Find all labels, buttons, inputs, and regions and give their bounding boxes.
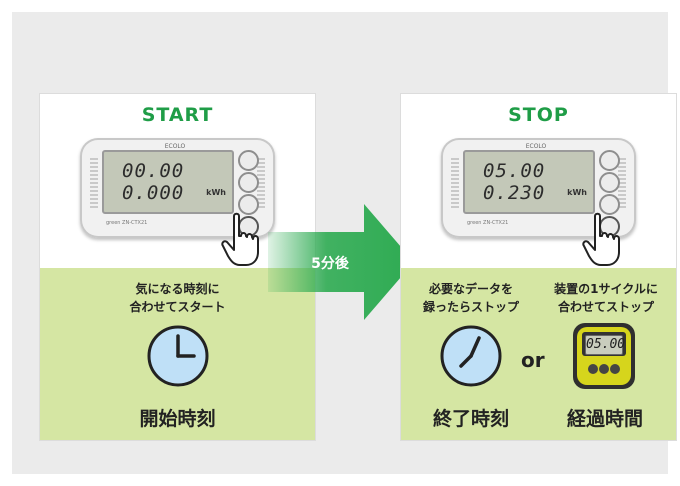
device-button-2 bbox=[599, 172, 620, 193]
logger-device-stop: ECOLO 05.00 0.230 kWh green ZN-CTX21 bbox=[441, 138, 636, 238]
logger-device: ECOLO 00.00 0.000 kWh green ZN-CTX21 bbox=[80, 138, 275, 238]
lcd-row-1: 05.00 bbox=[483, 160, 546, 182]
start-caption-line-1: 気になる時刻に bbox=[135, 282, 220, 296]
device-ribs-right bbox=[257, 158, 265, 210]
start-time-label: 開始時刻 bbox=[139, 408, 216, 430]
end-time-label: 終了時刻 bbox=[432, 408, 509, 430]
start-caption: 気になる時刻に 合わせてスタート bbox=[40, 280, 315, 316]
stop-caption-left: 必要なデータを 録ったらストップ bbox=[407, 280, 535, 316]
clock-icon bbox=[440, 325, 502, 387]
stop-caption-right: 装置の1サイクルに 合わせてストップ bbox=[537, 280, 675, 316]
device-button-2 bbox=[238, 172, 259, 193]
lcd-unit: kWh bbox=[206, 188, 226, 197]
lcd-row-1: 00.00 bbox=[122, 160, 185, 182]
arrow-label: 5分後 bbox=[311, 256, 349, 272]
device-button-3 bbox=[238, 194, 259, 215]
stop-panel: STOP ECOLO 05.00 0.230 kWh green ZN-CTX2… bbox=[401, 94, 676, 440]
device-button-1 bbox=[599, 150, 620, 171]
device-button-3 bbox=[599, 194, 620, 215]
diagram-background: START ECOLO 00.00 0.000 kWh green ZN-CTX… bbox=[12, 12, 676, 474]
device-ribs-left bbox=[90, 158, 98, 210]
lcd-row-2: 0.230 bbox=[483, 182, 546, 204]
stopwatch-timer-icon: 05.00 bbox=[571, 321, 637, 391]
right-arrow bbox=[268, 204, 414, 320]
pointing-hand-icon bbox=[221, 212, 259, 266]
timer-display: 05.00 bbox=[585, 335, 625, 355]
stop-caption-left-line-2: 録ったらストップ bbox=[422, 300, 519, 314]
or-label: or bbox=[521, 348, 545, 372]
stop-caption-right-line-2: 合わせてストップ bbox=[557, 300, 654, 314]
lcd-display: 05.00 0.230 kWh bbox=[463, 150, 595, 214]
device-brand: ECOLO bbox=[164, 143, 186, 150]
lcd-unit: kWh bbox=[567, 188, 587, 197]
pointing-hand-icon bbox=[582, 212, 620, 266]
stop-title: STOP bbox=[508, 104, 569, 126]
device-model: green ZN-CTX21 bbox=[467, 220, 509, 226]
timer-body bbox=[573, 323, 635, 389]
device-button-1 bbox=[238, 150, 259, 171]
clock-icon bbox=[147, 325, 209, 387]
lcd-display: 00.00 0.000 kWh bbox=[102, 150, 234, 214]
start-panel: START ECOLO 00.00 0.000 kWh green ZN-CTX… bbox=[40, 94, 315, 440]
stop-caption-left-line-1: 必要なデータを bbox=[428, 282, 513, 296]
start-title: START bbox=[141, 104, 214, 126]
start-caption-line-2: 合わせてスタート bbox=[129, 300, 226, 314]
elapsed-time-label: 経過時間 bbox=[566, 408, 643, 430]
device-brand: ECOLO bbox=[525, 143, 547, 150]
stop-caption-right-line-1: 装置の1サイクルに bbox=[554, 282, 658, 296]
device-model: green ZN-CTX21 bbox=[106, 220, 148, 226]
lcd-row-2: 0.000 bbox=[122, 182, 185, 204]
device-ribs-left bbox=[451, 158, 459, 210]
device-ribs-right bbox=[618, 158, 626, 210]
